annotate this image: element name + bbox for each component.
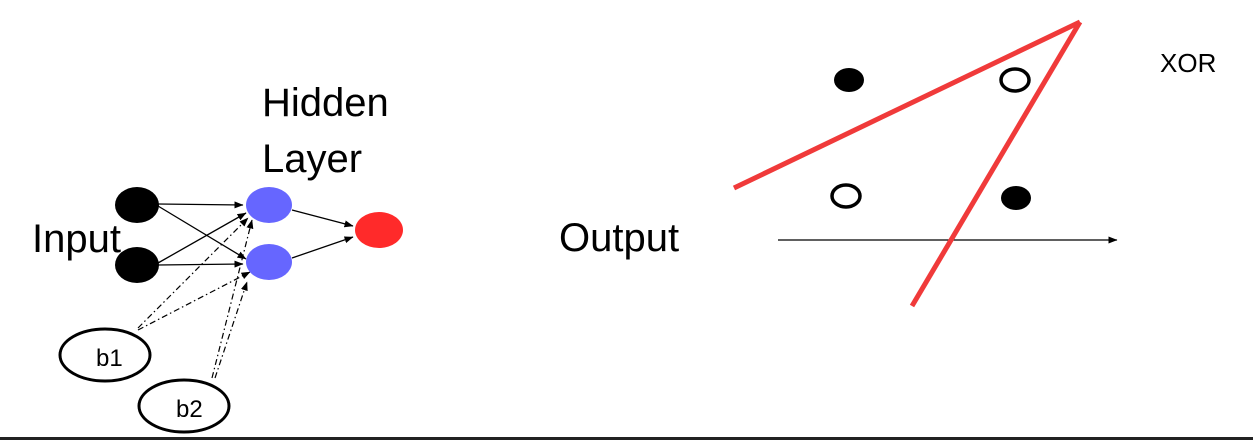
input-label: Input [32,217,121,261]
hidden-layer-label-line1: Hidden [262,81,389,125]
edge-b1-h2 [137,271,251,331]
xor-point-filled [834,68,864,92]
separator-line-1 [732,19,1082,191]
output-node [355,212,403,248]
edge-h2-out [291,236,354,259]
bias-node-b1 [58,327,152,383]
edge-b1-h1 [137,217,249,329]
xor-label: XOR [1160,48,1216,78]
xor-plot: XOR [732,19,1216,308]
edge-b2-h1 [211,219,254,379]
xor-point-hollow [999,67,1031,93]
edge-in1-h2 [157,205,247,260]
xor-point-filled [1001,186,1031,210]
edge-in1-h1 [157,201,244,209]
input-node-1 [115,187,159,223]
hidden-layer-label-line2: Layer [262,137,362,181]
hidden-node-2 [246,244,292,280]
input-node-2 [115,247,159,283]
separator-line-2 [909,20,1083,308]
bias-node-b2 [137,378,231,434]
edge-in2-h2 [157,260,244,268]
hidden-node-1 [246,187,292,223]
xor-point-hollow [830,183,862,209]
edge-h1-out [291,209,354,228]
edge-b2-h2 [214,281,248,379]
bias-label-b1: b1 [96,345,123,372]
bias-label-b2: b2 [176,396,203,423]
network: Hidden Layer Input b1 b2 [32,81,403,434]
output-label: Output [559,216,679,260]
edge-in2-h1 [157,212,247,264]
